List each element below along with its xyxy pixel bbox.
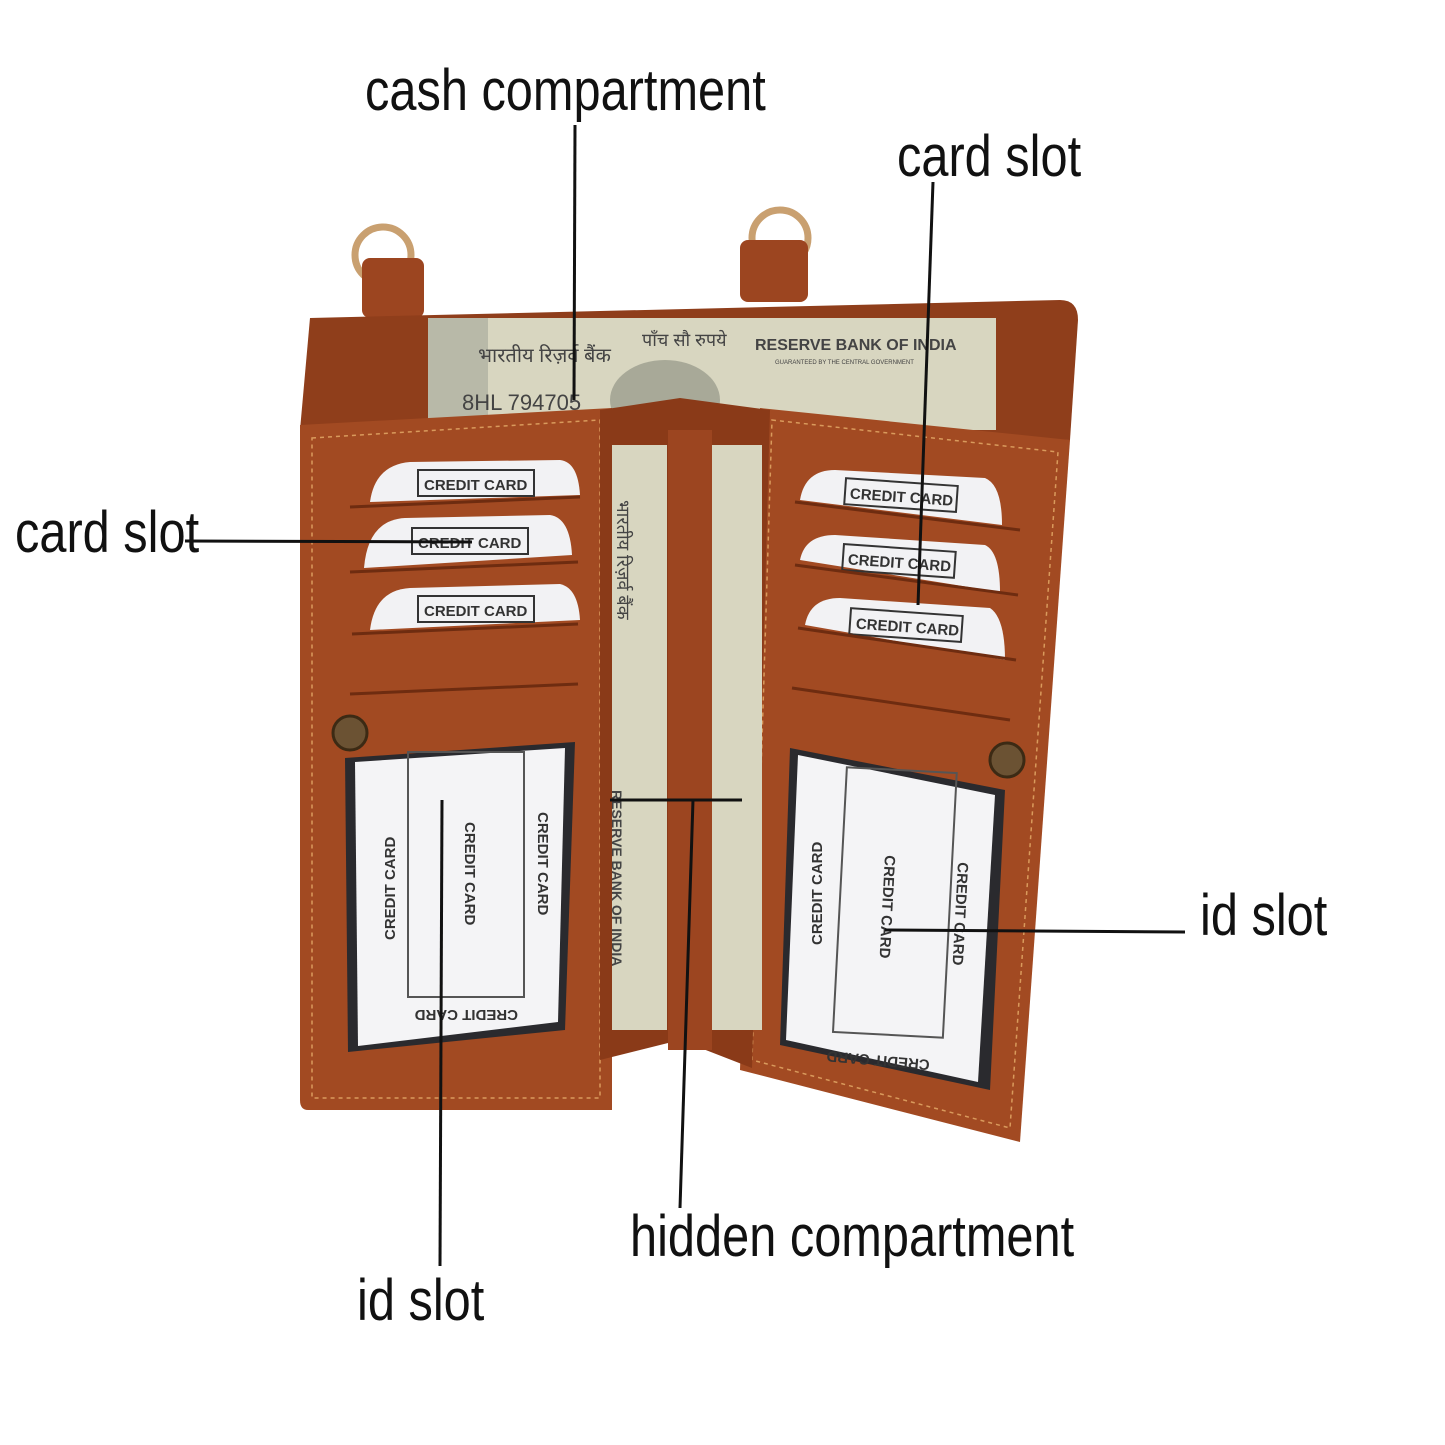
left-id-window: CREDIT CARD CREDIT CARD CREDIT CARD CRED… <box>345 742 575 1052</box>
hidden-banknote-right <box>712 445 762 1030</box>
id-card-label: CREDIT CARD <box>809 842 826 945</box>
hidden-banknote-left <box>612 445 667 1030</box>
leader-hidden <box>678 799 695 1209</box>
id-card-label: CREDIT CARD <box>949 862 971 966</box>
snap-button-icon <box>988 741 1026 779</box>
note-guarantee: GUARANTEED BY THE CENTRAL GOVERNMENT <box>775 360 914 366</box>
left-strap-tab <box>362 258 424 318</box>
snap-button-icon <box>331 714 369 752</box>
card-label: CREDIT CARD <box>424 603 527 620</box>
card-label: CREDIT CARD <box>424 477 527 494</box>
leader-card-slot-left <box>184 539 473 544</box>
right-id-window: CREDIT CARD CREDIT CARD CREDIT CARD CRED… <box>780 748 1005 1090</box>
label-id-slot-right: id slot <box>1200 883 1328 948</box>
id-card-label: CREDIT CARD <box>461 822 478 925</box>
label-card-slot-right: card slot <box>897 124 1082 189</box>
note-english-bank: RESERVE BANK OF INDIA <box>755 337 957 354</box>
id-card-label: CREDIT CARD <box>876 855 898 959</box>
right-card-slots: CREDIT CARD CREDIT CARD CREDIT CARD <box>791 470 1021 722</box>
label-hidden-compartment: hidden compartment <box>630 1204 1075 1269</box>
leader-cash <box>572 124 577 401</box>
banknote-cash: भारतीय रिज़र्व बैंक पाँच सौ रुपये RESERV… <box>428 318 996 440</box>
hidden-note-hindi: भारतीय रिज़र्व बैंक <box>613 500 634 621</box>
leader-lines <box>184 124 1186 1267</box>
note-hindi-bank: भारतीय रिज़र्व बैंक <box>478 344 611 367</box>
id-card-label: CREDIT CARD <box>415 1006 518 1023</box>
card-label: CREDIT CARD <box>418 535 521 552</box>
label-cash-compartment: cash compartment <box>365 58 766 123</box>
right-strap-tab <box>740 240 808 302</box>
note-hindi-value: पाँच सौ रुपये <box>642 329 727 350</box>
id-card-label: CREDIT CARD <box>534 812 551 915</box>
hidden-note-english: RESERVE BANK OF INDIA <box>609 790 625 966</box>
leader-card-slot-right <box>916 181 935 606</box>
leader-id-slot-bottom <box>438 799 444 1267</box>
label-card-slot-left: card slot <box>15 500 200 565</box>
id-card-label: CREDIT CARD <box>382 837 399 940</box>
label-id-slot-bottom: id slot <box>357 1268 485 1333</box>
leader-id-slot-right <box>884 928 1186 934</box>
